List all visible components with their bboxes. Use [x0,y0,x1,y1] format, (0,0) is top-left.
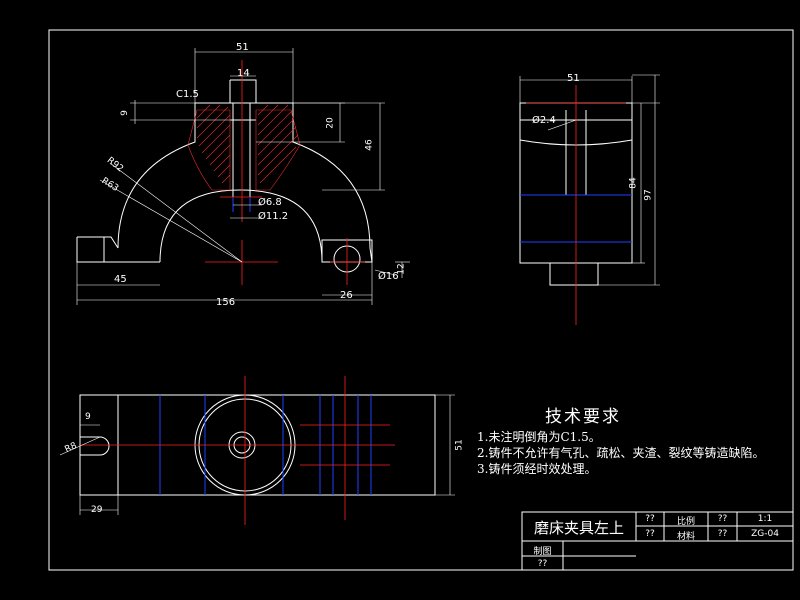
drawing-border [48,29,794,571]
dim-chamfer: C1.5 [176,89,199,100]
requirement-2: 2.铸件不允许有气孔、疏松、夹渣、裂纹等铸造缺陷。 [477,446,765,460]
dim-side-84: 84 [628,177,639,189]
dim-side-bore: Ø2.4 [532,115,556,126]
title-block-name: 磨床夹具左上 [533,519,624,537]
dim-height-9: 9 [119,110,130,116]
side-bore [565,110,587,195]
title-block-scale: 1:1 [757,514,773,524]
front-bore [230,103,256,197]
front-view [76,79,373,273]
dim-right-26: 26 [340,290,353,301]
title-block-q3: ?? [717,514,728,524]
dim-plan-9: 9 [85,412,91,422]
dim-height-46: 46 [364,139,375,151]
dim-top-width: 51 [236,42,249,53]
front-dimensions [76,48,410,305]
dim-side-width: 51 [567,73,580,84]
title-block-drawn-q: ?? [537,559,548,569]
front-hatch [187,104,301,191]
front-bore-marks [232,197,251,212]
dim-overall-156: 156 [216,297,236,308]
side-view [519,102,633,286]
title-block-drawn-label: 制图 [533,547,552,557]
dim-plan-29: 29 [91,505,103,515]
dim-ear-hole: Ø16 [378,271,399,282]
title-block-q1: ?? [645,514,655,524]
requirements-title: 技术要求 [545,407,621,427]
requirement-1: 1.未注明倒角为C1.5。 [477,430,601,444]
side-base [549,263,599,286]
dim-height-20: 20 [325,117,336,129]
dim-plan-51: 51 [454,439,465,451]
dim-bore-large: Ø11.2 [258,211,289,222]
side-dimensions [519,74,660,286]
title-block [521,511,794,571]
plan-dimensions [59,394,455,515]
front-boss [229,79,257,103]
dim-side-97: 97 [643,189,654,201]
side-centerlines [526,85,626,325]
title-block-label-b: 材料 [676,532,695,542]
front-centerlines [205,60,365,285]
title-block-q4: ?? [717,529,728,539]
title-block-code: ZG-04 [751,529,779,539]
title-block-q2: ?? [645,529,655,539]
dim-bore-small: Ø6.8 [258,197,282,208]
dim-hole-width: 14 [237,68,250,79]
dim-left-45: 45 [114,274,127,285]
requirement-3: 3.铸件须经时效处理。 [477,462,597,476]
plan-centerlines [80,376,395,525]
plan-left-slot [80,436,110,456]
front-inner-arch [159,189,323,263]
dim-ear-height: 12 [396,263,407,275]
title-block-label-a: 比例 [676,517,695,527]
